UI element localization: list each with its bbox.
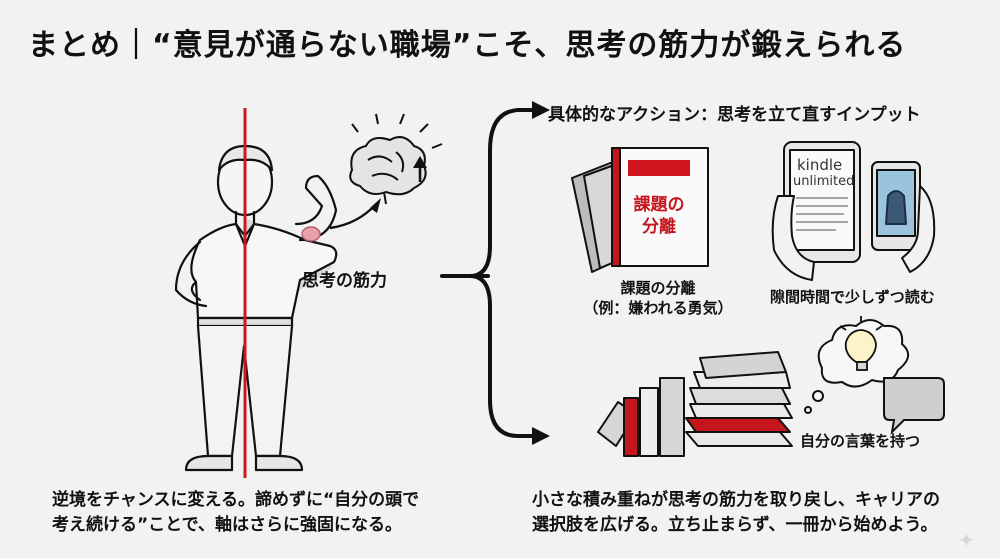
book-illustration (571, 147, 709, 273)
kindle-caption: 隙間時間で少しずつ読む (770, 288, 935, 306)
figure-label: 思考の筋力 (302, 271, 387, 291)
flexing-person-figure (174, 144, 338, 472)
right-caption-line2: 選択肢を広げる。立ち止まらず、一冊から始めよう。 (532, 514, 938, 535)
brain-rays-icon (351, 113, 443, 149)
own-words-label: 自分の言葉を持つ (800, 432, 921, 450)
section-title: 具体的なアクション：思考を立て直すインプット (548, 105, 921, 125)
right-caption: 小さな積み重ねが思考の筋力を取り戻し、キャリアの 選択肢を広げる。立ち止まらず、… (532, 488, 992, 537)
kindle-device-illustration (771, 141, 936, 281)
book-stack-illustration (597, 351, 793, 457)
book-cover-title: 課題の 分離 (627, 194, 691, 238)
page-title: まとめ｜“意見が通らない職場”こそ、思考の筋力が鍛えられる (28, 28, 907, 63)
book-caption: 課題の分離 （例：嫌われる勇気） (578, 278, 738, 319)
book-cover-title-line2: 分離 (642, 217, 676, 238)
branch-bracket (440, 108, 538, 438)
sparkle-icon: ✦ (958, 528, 975, 552)
left-caption-line1: 逆境をチャンスに変える。諦めずに“自分の頭で (52, 490, 420, 510)
book-caption-line2: （例：嫌われる勇気） (583, 299, 733, 318)
left-caption: 逆境をチャンスに変える。諦めずに“自分の頭で 考え続ける”ことで、軸はさらに強固… (52, 488, 452, 537)
curved-arrow (329, 203, 377, 230)
kindle-brand: kindle (797, 156, 843, 174)
speech-bubble-icon (883, 377, 945, 435)
arrow-up-icon (413, 156, 427, 182)
right-caption-line1: 小さな積み重ねが思考の筋力を取り戻し、キャリアの (532, 490, 940, 510)
left-caption-line2: 考え続ける”ことで、軸はさらに強固になる。 (52, 514, 402, 535)
kindle-subbrand: unlimited (793, 174, 855, 189)
brain-icon (349, 136, 427, 205)
book-cover-title-line1: 課題の (633, 195, 685, 215)
lightbulb-icon (839, 316, 883, 371)
book-caption-line1: 課題の分離 (620, 279, 696, 297)
